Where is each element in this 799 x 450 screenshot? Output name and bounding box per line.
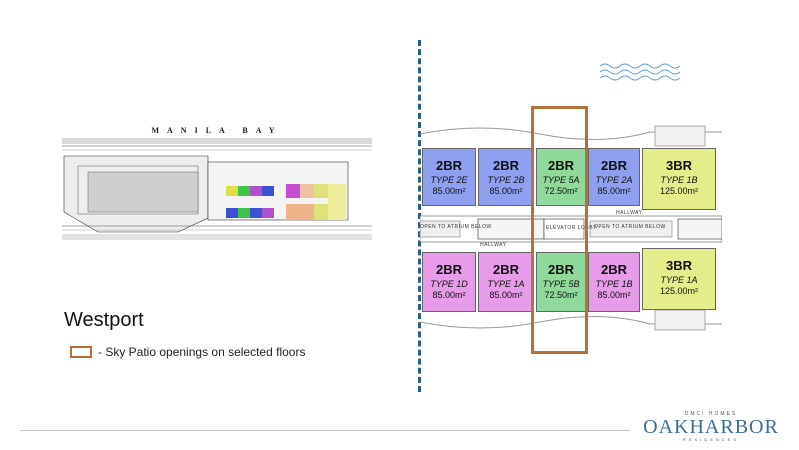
unit-bedrooms: 2BR [492, 262, 519, 277]
sky-patio-highlight [531, 106, 588, 354]
unit-1b[interactable]: 2BR TYPE 1B 85.00m² [588, 252, 640, 312]
unit-1d[interactable]: 2BR TYPE 1D 85.00m² [422, 252, 476, 312]
unit-bedrooms: 3BR [665, 258, 692, 273]
logo-top-text: DMCI HOMES [684, 411, 738, 417]
unit-5a[interactable]: 2BR TYPE 5A 72.50m² [536, 148, 586, 206]
unit-area: 85.00m² [432, 290, 466, 300]
floor-plan: OPEN TO ATRIUM BELOW OPEN TO ATRIUM BELO… [420, 118, 722, 338]
unit-area: 85.00m² [489, 290, 523, 300]
unit-area: 85.00m² [597, 290, 631, 300]
unit-1a[interactable]: 2BR TYPE 1A 85.00m² [478, 252, 534, 312]
unit-area: 85.00m² [489, 186, 523, 196]
unit-type: TYPE 1B [595, 279, 633, 289]
unit-bedrooms: 2BR [492, 158, 519, 173]
unit-bedrooms: 2BR [600, 262, 627, 277]
unit-type: TYPE 2A [595, 175, 633, 185]
unit-5b[interactable]: 2BR TYPE 5B 72.50m² [536, 252, 586, 312]
unit-2a[interactable]: 2BR TYPE 2A 85.00m² [588, 148, 640, 206]
unit-area: 125.00m² [659, 186, 699, 196]
unit-area: 125.00m² [659, 286, 699, 296]
oakharbor-logo: DMCI HOMES OAKHARBOR RESIDENCES [636, 411, 786, 442]
unit-1b-3br[interactable]: 3BR TYPE 1B 125.00m² [642, 148, 716, 210]
open-atrium-right-label: OPEN TO ATRIUM BELOW [594, 224, 666, 230]
unit-type: TYPE 1A [660, 275, 698, 285]
unit-area: 72.50m² [544, 186, 578, 196]
unit-bedrooms: 2BR [600, 158, 627, 173]
unit-area: 85.00m² [597, 186, 631, 196]
unit-bedrooms: 2BR [547, 262, 574, 277]
unit-2e[interactable]: 2BR TYPE 2E 85.00m² [422, 148, 476, 206]
bay-label: MANILA BAY [151, 126, 283, 135]
site-plan-drawing [62, 138, 372, 240]
project-title: Westport [64, 309, 144, 331]
unit-bedrooms: 2BR [435, 158, 462, 173]
unit-2b[interactable]: 2BR TYPE 2B 85.00m² [478, 148, 534, 206]
open-atrium-left-label: OPEN TO ATRIUM BELOW [420, 224, 492, 230]
legend-swatch [70, 346, 92, 358]
unit-bedrooms: 2BR [435, 262, 462, 277]
site-plan-image: MANILA BAY [58, 122, 376, 254]
hallway-bottom-label: HALLWAY [480, 242, 507, 248]
unit-type: TYPE 5B [542, 279, 580, 289]
hallway-top-label: HALLWAY [616, 210, 643, 216]
unit-type: TYPE 2E [430, 175, 468, 185]
logo-sub-text: RESIDENCES [682, 437, 739, 442]
unit-1a-3br[interactable]: 3BR TYPE 1A 125.00m² [642, 248, 716, 310]
unit-bedrooms: 2BR [547, 158, 574, 173]
water-waves-icon [600, 63, 680, 81]
unit-area: 72.50m² [544, 290, 578, 300]
unit-type: TYPE 1B [660, 175, 698, 185]
unit-type: TYPE 1A [487, 279, 525, 289]
elevator-lobby-label: ELEVATOR LOBBY [546, 225, 597, 231]
logo-main-text: OAKHARBOR [643, 416, 779, 438]
dashed-divider [418, 40, 421, 392]
unit-type: TYPE 5A [542, 175, 580, 185]
unit-bedrooms: 3BR [665, 158, 692, 173]
unit-type: TYPE 1D [430, 279, 468, 289]
legend-text: - Sky Patio openings on selected floors [98, 345, 306, 359]
unit-area: 85.00m² [432, 186, 466, 196]
floor-plan-outline [420, 125, 722, 331]
unit-type: TYPE 2B [487, 175, 525, 185]
footer-line [20, 430, 630, 431]
